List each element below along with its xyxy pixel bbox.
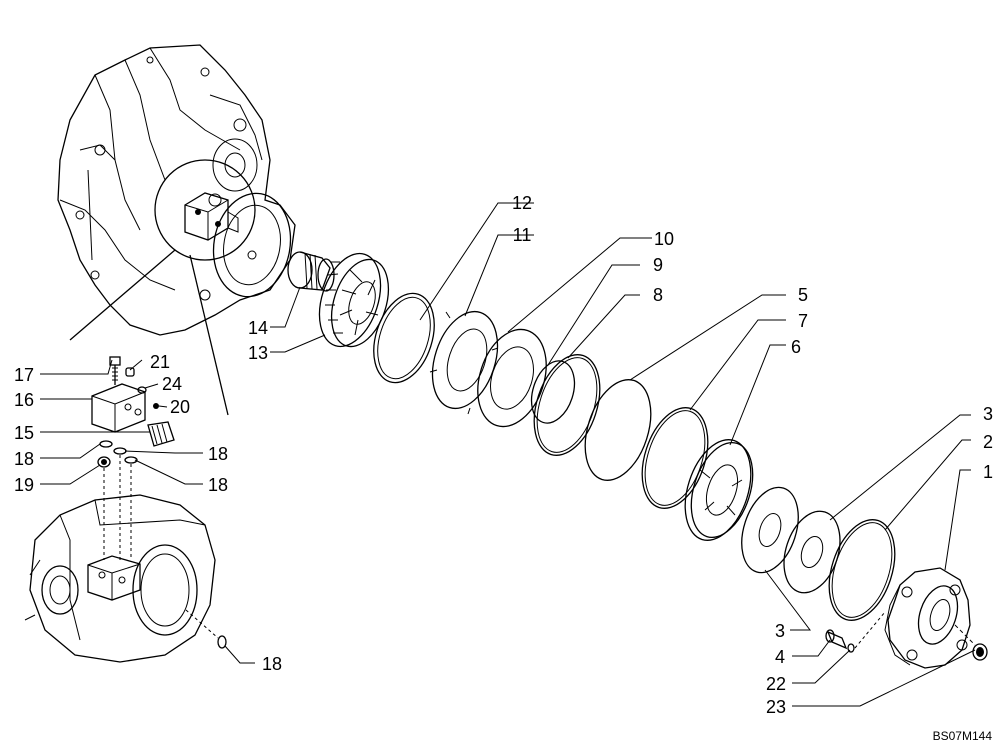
callout-18-bottom: 18 bbox=[262, 654, 282, 674]
callout-18-right-lower: 18 bbox=[208, 475, 228, 495]
callout-21: 21 bbox=[150, 352, 170, 372]
callout-10: 10 bbox=[654, 229, 674, 249]
fitting-4 bbox=[825, 629, 848, 650]
callout-3-upper: 3 bbox=[983, 404, 993, 424]
callout-4: 4 bbox=[775, 647, 785, 667]
callout-18-left: 18 bbox=[14, 449, 34, 469]
clutch-shaft-14 bbox=[287, 251, 335, 292]
disc-3-outer bbox=[783, 510, 841, 594]
callout-7: 7 bbox=[798, 311, 808, 331]
reference-code: BS07M144 bbox=[933, 729, 993, 743]
callout-8: 8 bbox=[653, 285, 663, 305]
plug-23 bbox=[972, 643, 988, 661]
callout-12: 12 bbox=[512, 193, 532, 213]
callout-6: 6 bbox=[791, 337, 801, 357]
disc-3-inner bbox=[741, 486, 799, 574]
callout-2: 2 bbox=[983, 432, 993, 452]
friction-disc-5 bbox=[584, 379, 652, 481]
o-ring-2 bbox=[828, 519, 896, 621]
o-ring-9 bbox=[530, 360, 576, 424]
snap-ring-12 bbox=[373, 292, 435, 384]
callout-15: 15 bbox=[14, 423, 34, 443]
piston-6 bbox=[684, 439, 754, 541]
callout-13: 13 bbox=[248, 343, 268, 363]
callout-17: 17 bbox=[14, 365, 34, 385]
callout-19: 19 bbox=[14, 475, 34, 495]
transmission-housing bbox=[57, 44, 296, 416]
callout-14: 14 bbox=[248, 318, 268, 338]
clutch-drum-13 bbox=[318, 252, 390, 348]
callout-24: 24 bbox=[162, 374, 182, 394]
callout-20: 20 bbox=[170, 397, 190, 417]
leader-lines bbox=[40, 202, 976, 707]
callout-9: 9 bbox=[653, 255, 663, 275]
callout-labels: 1 2 3 3 4 5 6 7 8 9 10 11 12 13 14 15 16… bbox=[14, 193, 993, 717]
callout-3-lower: 3 bbox=[775, 621, 785, 641]
callout-5: 5 bbox=[798, 285, 808, 305]
valve-detail-view bbox=[24, 356, 227, 663]
callout-22: 22 bbox=[766, 674, 786, 694]
screw-22 bbox=[847, 611, 886, 653]
callout-16: 16 bbox=[14, 390, 34, 410]
callout-11: 11 bbox=[513, 225, 532, 245]
cover-1 bbox=[884, 567, 976, 669]
friction-disc-10 bbox=[477, 328, 547, 428]
callout-18-right-upper: 18 bbox=[208, 444, 228, 464]
callout-23: 23 bbox=[766, 697, 786, 717]
detail-circle bbox=[154, 159, 256, 261]
callout-1: 1 bbox=[983, 462, 993, 482]
